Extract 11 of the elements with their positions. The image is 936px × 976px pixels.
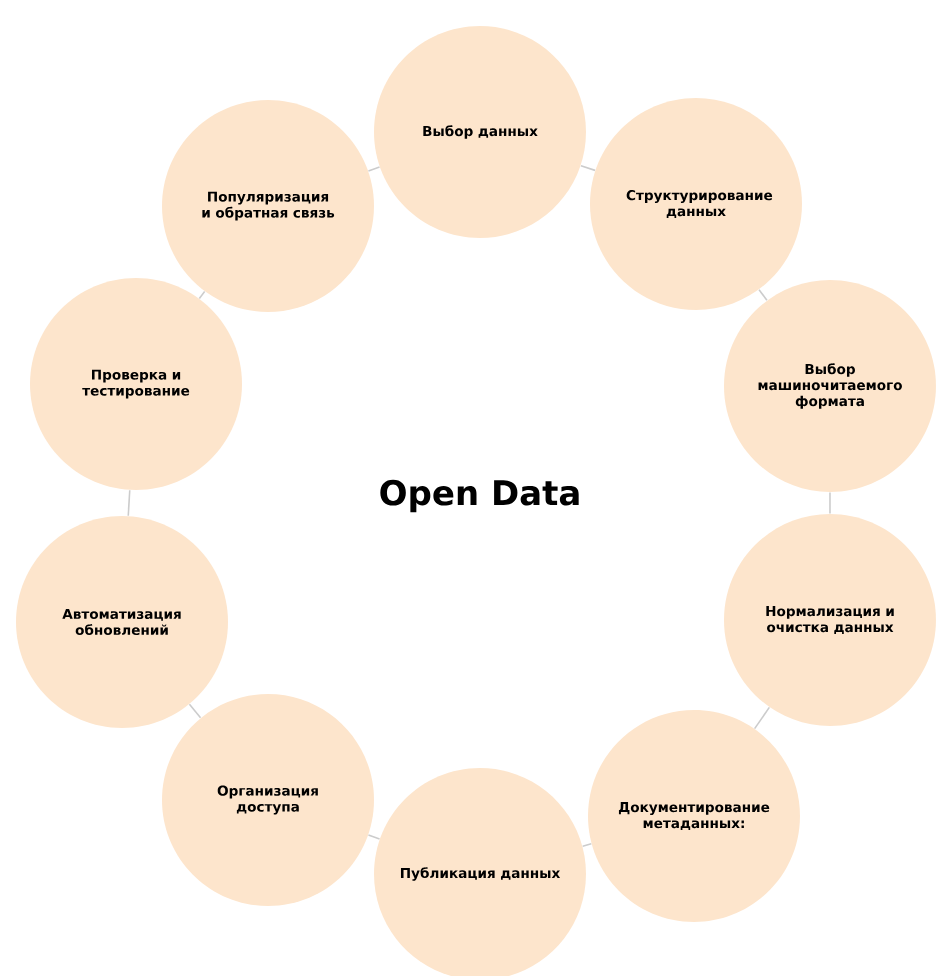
connector-line [753,706,771,730]
title: Open Data [380,479,579,513]
connector-line [829,491,831,515]
connector-line [367,166,381,172]
connector-line [188,703,202,719]
connector-line [127,489,131,517]
connector-line [367,834,381,840]
connector-line [581,843,593,847]
connector-line [758,288,768,302]
connector-line [198,290,206,300]
connector-line [580,164,596,172]
